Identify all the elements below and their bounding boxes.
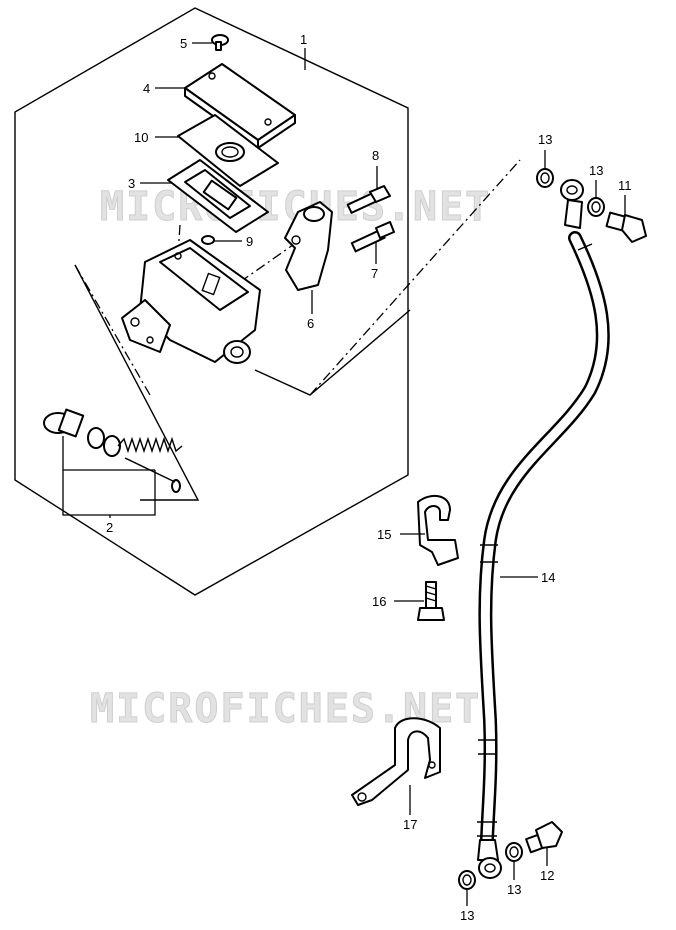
callout-11: 11 [618,178,632,193]
body-triangle-right [254,309,411,396]
assembly-boundary [14,7,409,596]
clamp-15 [417,494,459,566]
callout-13a: 13 [538,132,552,147]
holder-6 [284,201,333,291]
washer-13-bottom-left [458,870,476,890]
callout-10: 10 [134,130,148,145]
washer-13-top-left [536,168,554,188]
bolt-8 [346,185,391,214]
brake-hose-14 [477,231,610,847]
callout-13c: 13 [507,882,521,897]
washer-13-top-right [587,197,605,217]
callout-9: 9 [246,234,253,249]
bolt-16 [417,581,445,621]
dash-line-holder [239,239,301,283]
bracket-17 [351,717,441,806]
dash-line-hose [309,159,521,396]
callout-2: 2 [106,520,113,535]
callout-1: 1 [300,32,307,47]
nut-9 [201,235,215,245]
callout-15: 15 [377,527,391,542]
union-bolt-11 [605,211,647,243]
callout-7: 7 [371,266,378,281]
callout-13d: 13 [460,908,474,923]
callout-16: 16 [372,594,386,609]
union-bolt-12 [525,821,563,854]
watermark-top: MICROFICHES.NET [100,184,491,230]
callout-12: 12 [540,868,554,883]
dash-line-left [74,264,151,396]
bracket-2-box [62,470,156,516]
callout-14: 14 [541,570,555,585]
washer-13-bottom-right [505,842,523,862]
callout-5: 5 [180,36,187,51]
callout-13b: 13 [589,163,603,178]
piston-group-triangle [74,264,200,501]
callout-17: 17 [403,817,417,832]
master-cylinder-body [121,239,261,364]
callout-8: 8 [372,148,379,163]
hose-banjo-top [560,179,584,229]
callout-3: 3 [128,176,135,191]
screw-5 [211,34,229,51]
diaphragm-3 [167,159,269,233]
hose-banjo-bottom [477,839,502,879]
callout-4: 4 [143,81,150,96]
diaphragm-plate-10 [177,114,279,187]
bolt-7 [350,221,395,253]
piston-assembly-2 [43,408,183,493]
callout-6: 6 [307,316,314,331]
